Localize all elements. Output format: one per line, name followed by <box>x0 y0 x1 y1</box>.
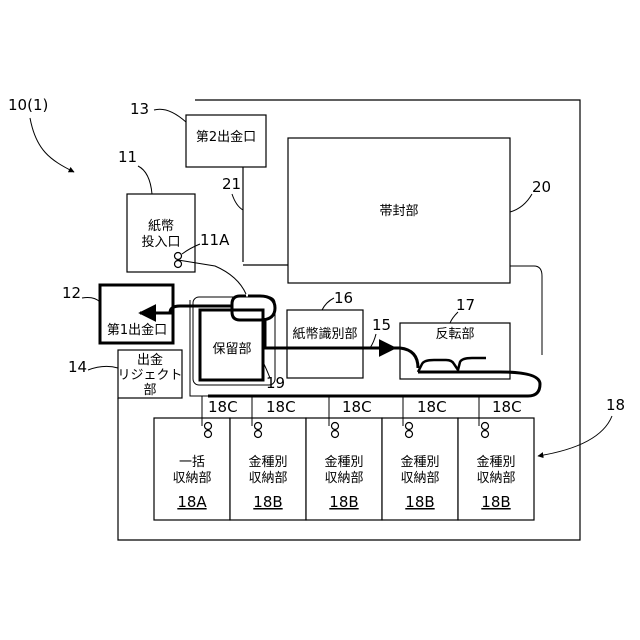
ref-18c: 18C <box>266 398 296 416</box>
ref-13: 13 <box>130 100 149 118</box>
recognition-unit-box <box>287 310 363 378</box>
leader-12 <box>82 298 100 303</box>
leader-15 <box>370 334 376 348</box>
leader-13 <box>154 109 186 122</box>
device-ref-label: 10(1) <box>8 96 48 114</box>
denom4-code: 18B <box>481 493 510 511</box>
feed-roller-icon <box>205 431 212 438</box>
reject-label-1: 出金 <box>137 352 163 368</box>
denom2-code: 18B <box>329 493 358 511</box>
banding-unit-label: 帯封部 <box>379 204 418 219</box>
ref-21: 21 <box>222 175 241 193</box>
ref-14: 14 <box>68 358 87 376</box>
ref-18c: 18C <box>342 398 372 416</box>
leader-17 <box>450 312 458 323</box>
device-ref-arrow <box>30 118 74 172</box>
leader-20 <box>510 194 532 212</box>
banding-return-path <box>510 266 542 355</box>
denom1-label-2: 収納部 <box>248 471 287 486</box>
feed-roller-icon <box>406 431 413 438</box>
ref-18c: 18C <box>208 398 238 416</box>
reject-label-2: リジェクト <box>117 368 182 383</box>
recognition-unit-label: 紙幣識別部 <box>292 327 357 342</box>
reject-label-3: 部 <box>143 383 156 398</box>
leader-21 <box>232 194 243 210</box>
bulk-code: 18A <box>177 493 207 511</box>
feed-roller-icon <box>332 431 339 438</box>
ref-19: 19 <box>266 374 285 392</box>
first-outlet-label: 第1出金口 <box>107 322 167 338</box>
ref-18: 18 <box>606 396 625 414</box>
leader-16 <box>322 298 334 310</box>
holding-unit-label: 保留部 <box>212 342 251 357</box>
inlet-roller-top <box>175 253 182 260</box>
ref-11: 11 <box>118 148 137 166</box>
feed-roller-icon <box>406 423 413 430</box>
denom2-label-1: 金種別 <box>324 454 363 470</box>
feed-roller-icon <box>255 423 262 430</box>
bulk-label-1: 一括 <box>179 455 205 470</box>
leader-11 <box>138 166 152 194</box>
ref-20: 20 <box>532 178 551 196</box>
denom1-label-1: 金種別 <box>248 454 287 470</box>
leader-14 <box>88 366 118 370</box>
denom3-label-1: 金種別 <box>400 454 439 470</box>
denom3-label-2: 収納部 <box>400 471 439 486</box>
denom1-code: 18B <box>253 493 282 511</box>
bill-inlet-label-2: 投入口 <box>141 234 180 250</box>
reversing-unit-label: 反転部 <box>435 327 474 342</box>
feed-roller-icon <box>482 423 489 430</box>
denom2-label-2: 収納部 <box>324 471 363 486</box>
ref-16: 16 <box>334 289 353 307</box>
feed-roller-icon <box>255 431 262 438</box>
leader-18-arrow <box>538 416 612 456</box>
bill-inlet-label-1: 紙幣 <box>148 219 174 234</box>
denom3-code: 18B <box>405 493 434 511</box>
ref-11a: 11A <box>200 231 230 249</box>
ref-18c: 18C <box>417 398 447 416</box>
ref-15: 15 <box>372 316 391 334</box>
ref-12: 12 <box>62 284 81 302</box>
inlet-roller-bottom <box>175 261 182 268</box>
feed-roller-icon <box>332 423 339 430</box>
ref-18c: 18C <box>492 398 522 416</box>
denom4-label-2: 収納部 <box>476 471 515 486</box>
feed-roller-icon <box>205 423 212 430</box>
bulk-label-2: 収納部 <box>172 471 211 486</box>
ref-17: 17 <box>456 296 475 314</box>
second-outlet-label: 第2出金口 <box>196 129 256 145</box>
denom4-label-1: 金種別 <box>476 454 515 470</box>
feed-roller-icon <box>482 431 489 438</box>
